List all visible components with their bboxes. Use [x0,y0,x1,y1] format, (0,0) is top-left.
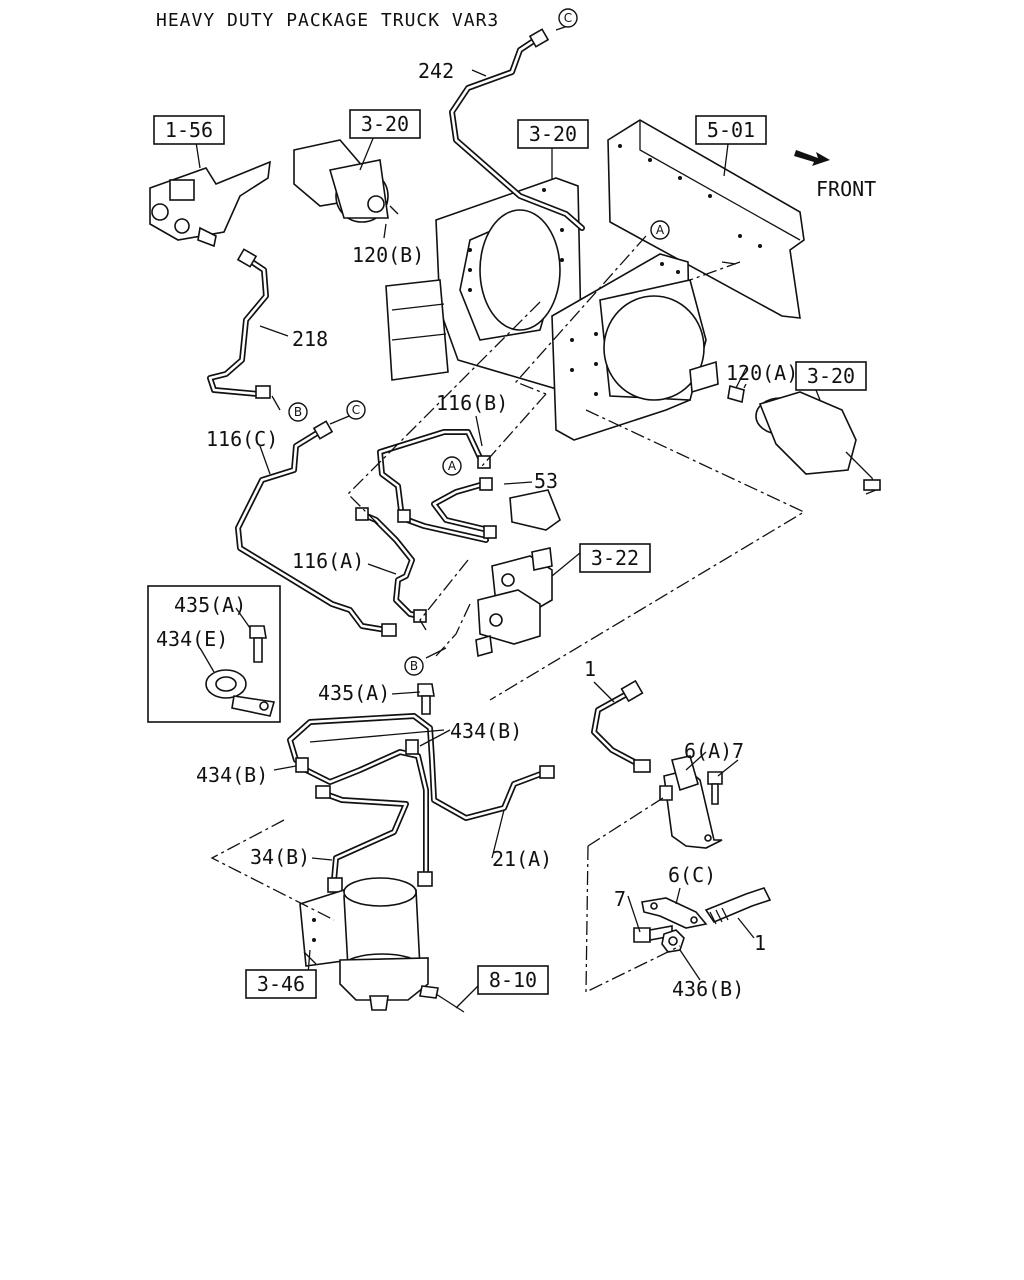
svg-text:5-01: 5-01 [707,118,755,142]
svg-text:3-22: 3-22 [591,546,639,570]
pipe-21a [287,713,549,883]
pipe-116c [235,427,389,633]
svg-text:3-20: 3-20 [529,122,577,146]
relay-valve-block [475,489,561,658]
callout-434b-right: 434(B) [450,719,522,743]
clip-434e-icon [205,669,276,717]
air-dryer [299,877,429,1011]
bolt-435a-box-icon [249,625,267,663]
drain-valve-icon [727,367,747,404]
svg-text:3-20: 3-20 [361,112,409,136]
ref-box-3-22[interactable]: 3-22 [579,543,651,573]
ref-box-3-20-mid[interactable]: 3-20 [517,119,589,149]
air-tank-rear [385,177,583,391]
svg-text:A: A [448,459,457,473]
governor-valve [149,160,271,248]
callout-435a-box: 435(A) [174,593,246,617]
callout-435a: 435(A) [318,681,390,705]
bolt-435a-icon [417,683,435,715]
ref-box-3-20-top[interactable]: 3-20 [349,109,421,139]
svg-text:C: C [564,11,572,25]
callout-120a: 120(A) [726,361,798,385]
marker-a-mid: A [442,456,462,476]
pipe-53 [431,481,491,533]
marker-c-mid: C [346,400,366,420]
front-arrow-icon [794,150,830,166]
phantom-lines [210,235,806,994]
ref-box-5-01[interactable]: 5-01 [695,115,767,145]
bracket-6c [641,897,708,929]
callout-434e: 434(E) [156,627,228,651]
callout-116c: 116(C) [206,427,278,451]
svg-text:3-46: 3-46 [257,972,305,996]
callout-116b: 116(B) [436,391,508,415]
svg-text:1-56: 1-56 [165,118,213,142]
callout-34b: 34(B) [250,845,310,869]
marker-c-top: C [558,8,578,28]
callout-120b: 120(B) [352,243,424,267]
svg-text:B: B [294,405,302,419]
diagram-title: HEAVY DUTY PACKAGE TRUCK VAR3 [156,10,499,31]
marker-a-top: A [650,220,670,240]
callout-6c: 6(C) [668,863,716,887]
svg-text:B: B [410,659,418,673]
callout-53: 53 [534,469,558,493]
pipe-34b [317,789,409,883]
ref-box-8-10[interactable]: 8-10 [477,965,549,995]
hose-end-1 [704,887,772,925]
nut-436b-icon [661,929,685,953]
ref-box-3-20-right[interactable]: 3-20 [795,361,867,391]
callout-1-bottom: 1 [754,931,766,955]
callout-242: 242 [418,59,454,83]
marker-b-low: B [404,656,424,676]
callout-218: 218 [292,327,328,351]
ref-box-3-46[interactable]: 3-46 [245,969,317,999]
callout-436b: 436(B) [672,977,744,1001]
dryer-heater-top [293,139,399,223]
air-tank-front [551,253,719,441]
ref-box-1-56[interactable]: 1-56 [153,115,225,145]
callout-21a: 21(A) [492,847,552,871]
harness-connector-icon [419,985,465,1013]
svg-text:A: A [656,223,665,237]
marker-b-mid: B [288,402,308,422]
svg-text:C: C [352,403,360,417]
bolt-7-top-icon [707,771,723,805]
pipe-116b [377,429,489,543]
callout-7-bottom: 7 [614,887,626,911]
callout-116a: 116(A) [292,549,364,573]
callout-1-top: 1 [584,657,596,681]
pipe-242 [449,35,585,231]
pipe-116a [359,511,423,619]
dryer-heater-right [755,391,881,495]
bolt-stud-icon [659,785,673,801]
svg-text:8-10: 8-10 [489,968,537,992]
callout-6a: 6(A) [684,739,732,763]
callout-434b-left: 434(B) [196,763,268,787]
pipe-1 [591,687,645,769]
frame-rail [607,119,805,319]
svg-text:3-20: 3-20 [807,364,855,388]
pipe-218 [207,255,269,397]
front-label: FRONT [816,177,876,201]
callout-7-top: 7 [732,739,744,763]
